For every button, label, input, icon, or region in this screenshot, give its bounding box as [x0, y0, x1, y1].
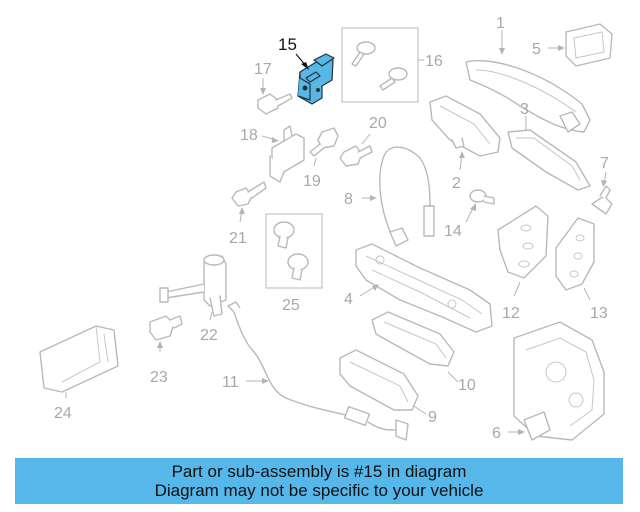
part-17-bolt[interactable]: [257, 93, 293, 115]
part-15-bracket[interactable]: [297, 53, 335, 105]
callout-24[interactable]: 24: [54, 405, 72, 422]
callout-11[interactable]: 11: [222, 374, 239, 391]
callout-17[interactable]: 17: [254, 61, 272, 78]
callout-21[interactable]: 21: [229, 230, 247, 247]
callout-1[interactable]: 1: [496, 15, 505, 32]
callout-7[interactable]: 7: [600, 155, 609, 172]
callout-9[interactable]: 9: [428, 409, 437, 426]
part-14-clip[interactable]: [469, 189, 495, 205]
callout-10[interactable]: 10: [458, 377, 476, 394]
callout-19[interactable]: 19: [303, 173, 321, 190]
part-11-cable[interactable]: [226, 301, 409, 441]
part-6-latch[interactable]: [513, 321, 605, 441]
part-16-kit-box: [341, 27, 419, 103]
part-12-pad[interactable]: [497, 205, 549, 279]
part-20-bolt[interactable]: [339, 145, 373, 167]
part-13-pad[interactable]: [555, 217, 595, 291]
callout-12[interactable]: 12: [502, 305, 520, 322]
part-3-gasket[interactable]: [507, 129, 591, 191]
part-24-trim-panel[interactable]: [39, 325, 119, 393]
part-8-rod[interactable]: [379, 146, 435, 247]
part-19-bolt[interactable]: [309, 127, 339, 157]
callout-13[interactable]: 13: [590, 305, 608, 322]
callout-6[interactable]: 6: [492, 425, 501, 442]
part-5-cap[interactable]: [565, 23, 613, 67]
callout-25[interactable]: 25: [282, 297, 300, 314]
exploded-parts-diagram: 15 16 17 18 19 20 21: [39, 15, 613, 442]
callout-8[interactable]: 8: [344, 191, 353, 208]
callout-15[interactable]: 15: [278, 35, 297, 54]
callout-4[interactable]: 4: [344, 291, 353, 308]
callout-5[interactable]: 5: [532, 41, 541, 58]
part-7-clip[interactable]: [591, 185, 613, 215]
part-25-clips[interactable]: [273, 221, 309, 281]
callout-16[interactable]: 16: [425, 53, 443, 70]
part-4-handle-frame[interactable]: [355, 243, 493, 333]
banner-line-1: Part or sub-assembly is #15 in diagram: [171, 462, 467, 481]
part-1-outer-handle[interactable]: [465, 59, 591, 133]
part-22-hinge[interactable]: [159, 254, 227, 317]
callout-20[interactable]: 20: [369, 115, 387, 132]
part-16-bolts[interactable]: [351, 41, 408, 91]
callout-2[interactable]: 2: [452, 175, 461, 192]
callout-3[interactable]: 3: [520, 101, 529, 118]
callout-18[interactable]: 18: [240, 127, 258, 144]
callout-22[interactable]: 22: [200, 327, 218, 344]
banner-line-2: Diagram may not be specific to your vehi…: [154, 481, 484, 500]
callout-23[interactable]: 23: [150, 369, 168, 386]
part-21-bolt[interactable]: [231, 181, 267, 207]
part-2-bezel[interactable]: [429, 95, 501, 157]
part-23-clip[interactable]: [149, 315, 183, 341]
info-banner: Part or sub-assembly is #15 in diagram D…: [15, 458, 623, 504]
part-9-inner-bezel[interactable]: [339, 349, 419, 411]
part-25-kit-box: [265, 213, 323, 289]
callout-14[interactable]: 14: [444, 223, 462, 240]
part-10-inner-handle[interactable]: [371, 311, 455, 367]
part-18-bracket[interactable]: [269, 125, 305, 183]
